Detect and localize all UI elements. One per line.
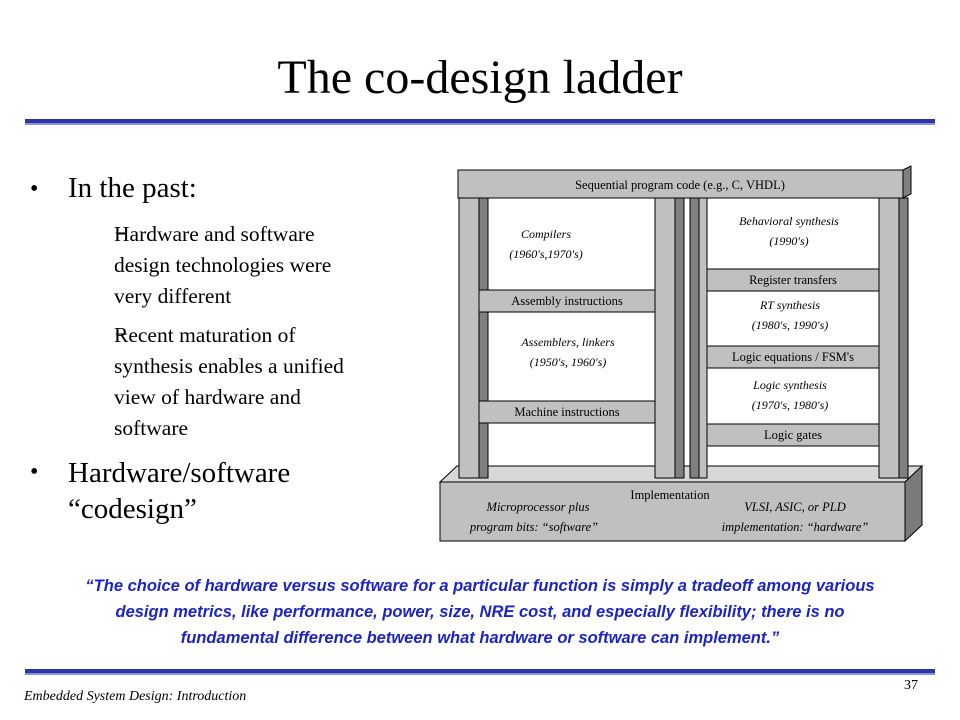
assemblers-label: Assemblers, linkers — [520, 335, 615, 349]
sw-right-post — [654, 197, 676, 479]
footer-text: Embedded System Design: Introduction — [24, 689, 247, 704]
quote-block: “The choice of hardware versus software … — [30, 573, 930, 651]
sw-left-post — [458, 197, 480, 479]
top-bar — [457, 169, 904, 199]
rung-logic-eq-label: Logic equations / FSM's — [732, 350, 854, 364]
sub-line: Recent maturation of — [114, 323, 296, 347]
hardware-impl-line1: VLSI, ASIC, or PLD — [744, 500, 846, 514]
sub-dash: – — [116, 320, 127, 344]
software-impl-line1: Microprocessor plus — [486, 500, 590, 514]
hw-left-post-shade — [689, 197, 700, 479]
bullet-codesign: Hardware/software “codesign” — [68, 455, 290, 527]
rung-assembly-label: Assembly instructions — [511, 294, 623, 308]
rt-years: (1980's, 1990's) — [752, 318, 828, 332]
hw-right-post — [878, 197, 900, 479]
hw-left-post — [698, 197, 708, 479]
behavioral-years: (1990's) — [769, 234, 808, 248]
bullet-line: Hardware/software — [68, 457, 291, 489]
sub-bullet-1: Hardware and software design technologie… — [114, 219, 331, 312]
quote-line: “The choice of hardware versus software … — [85, 577, 875, 595]
rung-assembly — [478, 289, 656, 313]
sub-line: software — [114, 416, 189, 440]
sub-bullet-2: Recent maturation of synthesis enables a… — [114, 320, 344, 444]
rung-logic-eq — [706, 345, 880, 369]
top-bar-label: Sequential program code (e.g., C, VHDL) — [575, 178, 785, 192]
sub-line: view of hardware and — [114, 385, 301, 409]
quote-line: fundamental difference between what hard… — [180, 629, 780, 647]
bullet-dot: • — [30, 459, 39, 485]
bullet-dot: • — [30, 176, 39, 202]
hardware-impl-line2: implementation: “hardware” — [722, 520, 869, 534]
sub-line: Hardware and software — [114, 222, 315, 246]
compilers-label: Compilers — [521, 227, 571, 241]
rung-register — [706, 268, 880, 292]
logic-syn-years: (1970's, 1980's) — [752, 398, 828, 412]
bullet-past: In the past: — [68, 172, 197, 204]
behavioral-label: Behavioral synthesis — [739, 214, 839, 228]
top-bar-side — [902, 165, 912, 199]
sw-right-post-shade — [674, 197, 685, 479]
page-number: 37 — [904, 678, 918, 693]
rt-label: RT synthesis — [759, 298, 820, 312]
sub-line: synthesis enables a unified — [114, 354, 344, 378]
quote-line: design metrics, like performance, power,… — [115, 603, 845, 621]
software-impl-line2: program bits: “software” — [469, 520, 598, 534]
rung-gates-label: Logic gates — [764, 428, 822, 442]
logic-syn-label: Logic synthesis — [752, 378, 827, 392]
rung-gates — [706, 423, 880, 447]
sub-line: very different — [114, 284, 232, 308]
rung-register-label: Register transfers — [749, 273, 837, 287]
implementation-label: Implementation — [630, 488, 710, 502]
bullet-line: “codesign” — [68, 493, 197, 525]
assemblers-years: (1950's, 1960's) — [530, 355, 606, 369]
rung-machine — [478, 400, 656, 424]
sub-dash: – — [116, 219, 127, 243]
title-rule — [25, 119, 935, 125]
compilers-years: (1960's,1970's) — [509, 247, 582, 261]
hw-right-post-shade — [898, 197, 909, 479]
footer-rule — [25, 669, 935, 675]
rung-machine-label: Machine instructions — [514, 405, 619, 419]
slide-title: The co-design ladder — [277, 51, 683, 104]
sub-line: design technologies were — [114, 253, 332, 277]
sw-left-post-shade — [478, 197, 489, 479]
implementation-base — [439, 481, 906, 542]
